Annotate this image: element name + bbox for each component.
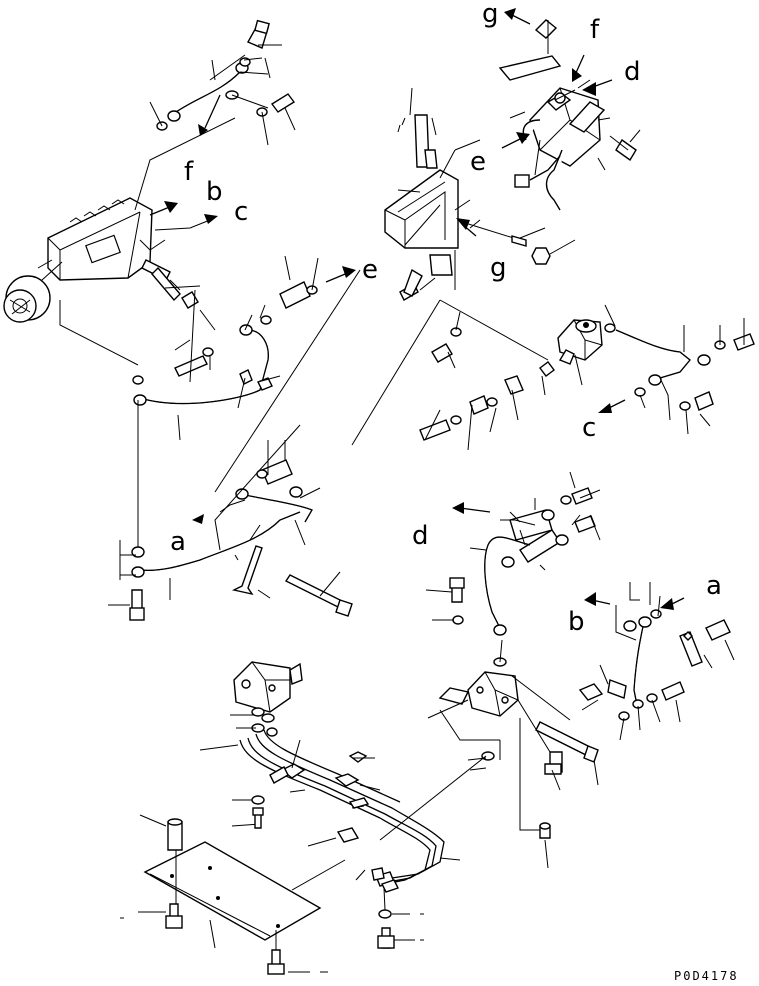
label-g-top: g — [482, 0, 499, 29]
drawing-code: P0D4178 — [674, 969, 739, 983]
arrow-b-upper — [139, 201, 218, 251]
stop-solenoid-bracket — [384, 87, 481, 301]
right-lower-pipe-assembly — [425, 471, 601, 636]
left-lower-pipe-assembly — [108, 269, 361, 621]
label-e-mid: e — [362, 255, 378, 285]
label-f-left: f — [184, 157, 194, 187]
label-b-left: b — [206, 177, 223, 207]
right-b-a-assembly — [578, 582, 735, 741]
label-b-right: b — [568, 607, 585, 637]
injection-pump — [3, 117, 236, 323]
lower-right-relay — [379, 639, 599, 869]
lower-center-fittings — [377, 887, 424, 949]
mounting-plate — [120, 814, 346, 975]
label-g-mid: g — [490, 253, 507, 283]
label-e-top: e — [470, 147, 486, 177]
arrow-e-top — [439, 132, 530, 179]
lower-left-relay — [230, 661, 303, 737]
right-mid-valve-assembly — [351, 299, 755, 451]
stop-solenoid — [498, 8, 641, 211]
label-c-left: c — [234, 197, 248, 227]
pump-overflow-pipe — [149, 19, 296, 146]
label-d-top: d — [624, 57, 641, 87]
label-c-right: c — [582, 413, 596, 443]
arrow-g-mid — [456, 218, 576, 265]
label-a-left: a — [170, 527, 186, 557]
label-d-right: d — [412, 521, 429, 551]
label-f-top: f — [590, 15, 600, 45]
wiring-harness — [199, 729, 461, 893]
arrow-e-mid — [325, 266, 356, 283]
arrow-letter-labels: g f d f b c e g e c a d a b — [170, 0, 722, 637]
pump-side-pipe-assembly — [59, 255, 319, 441]
label-a-right: a — [706, 571, 722, 601]
